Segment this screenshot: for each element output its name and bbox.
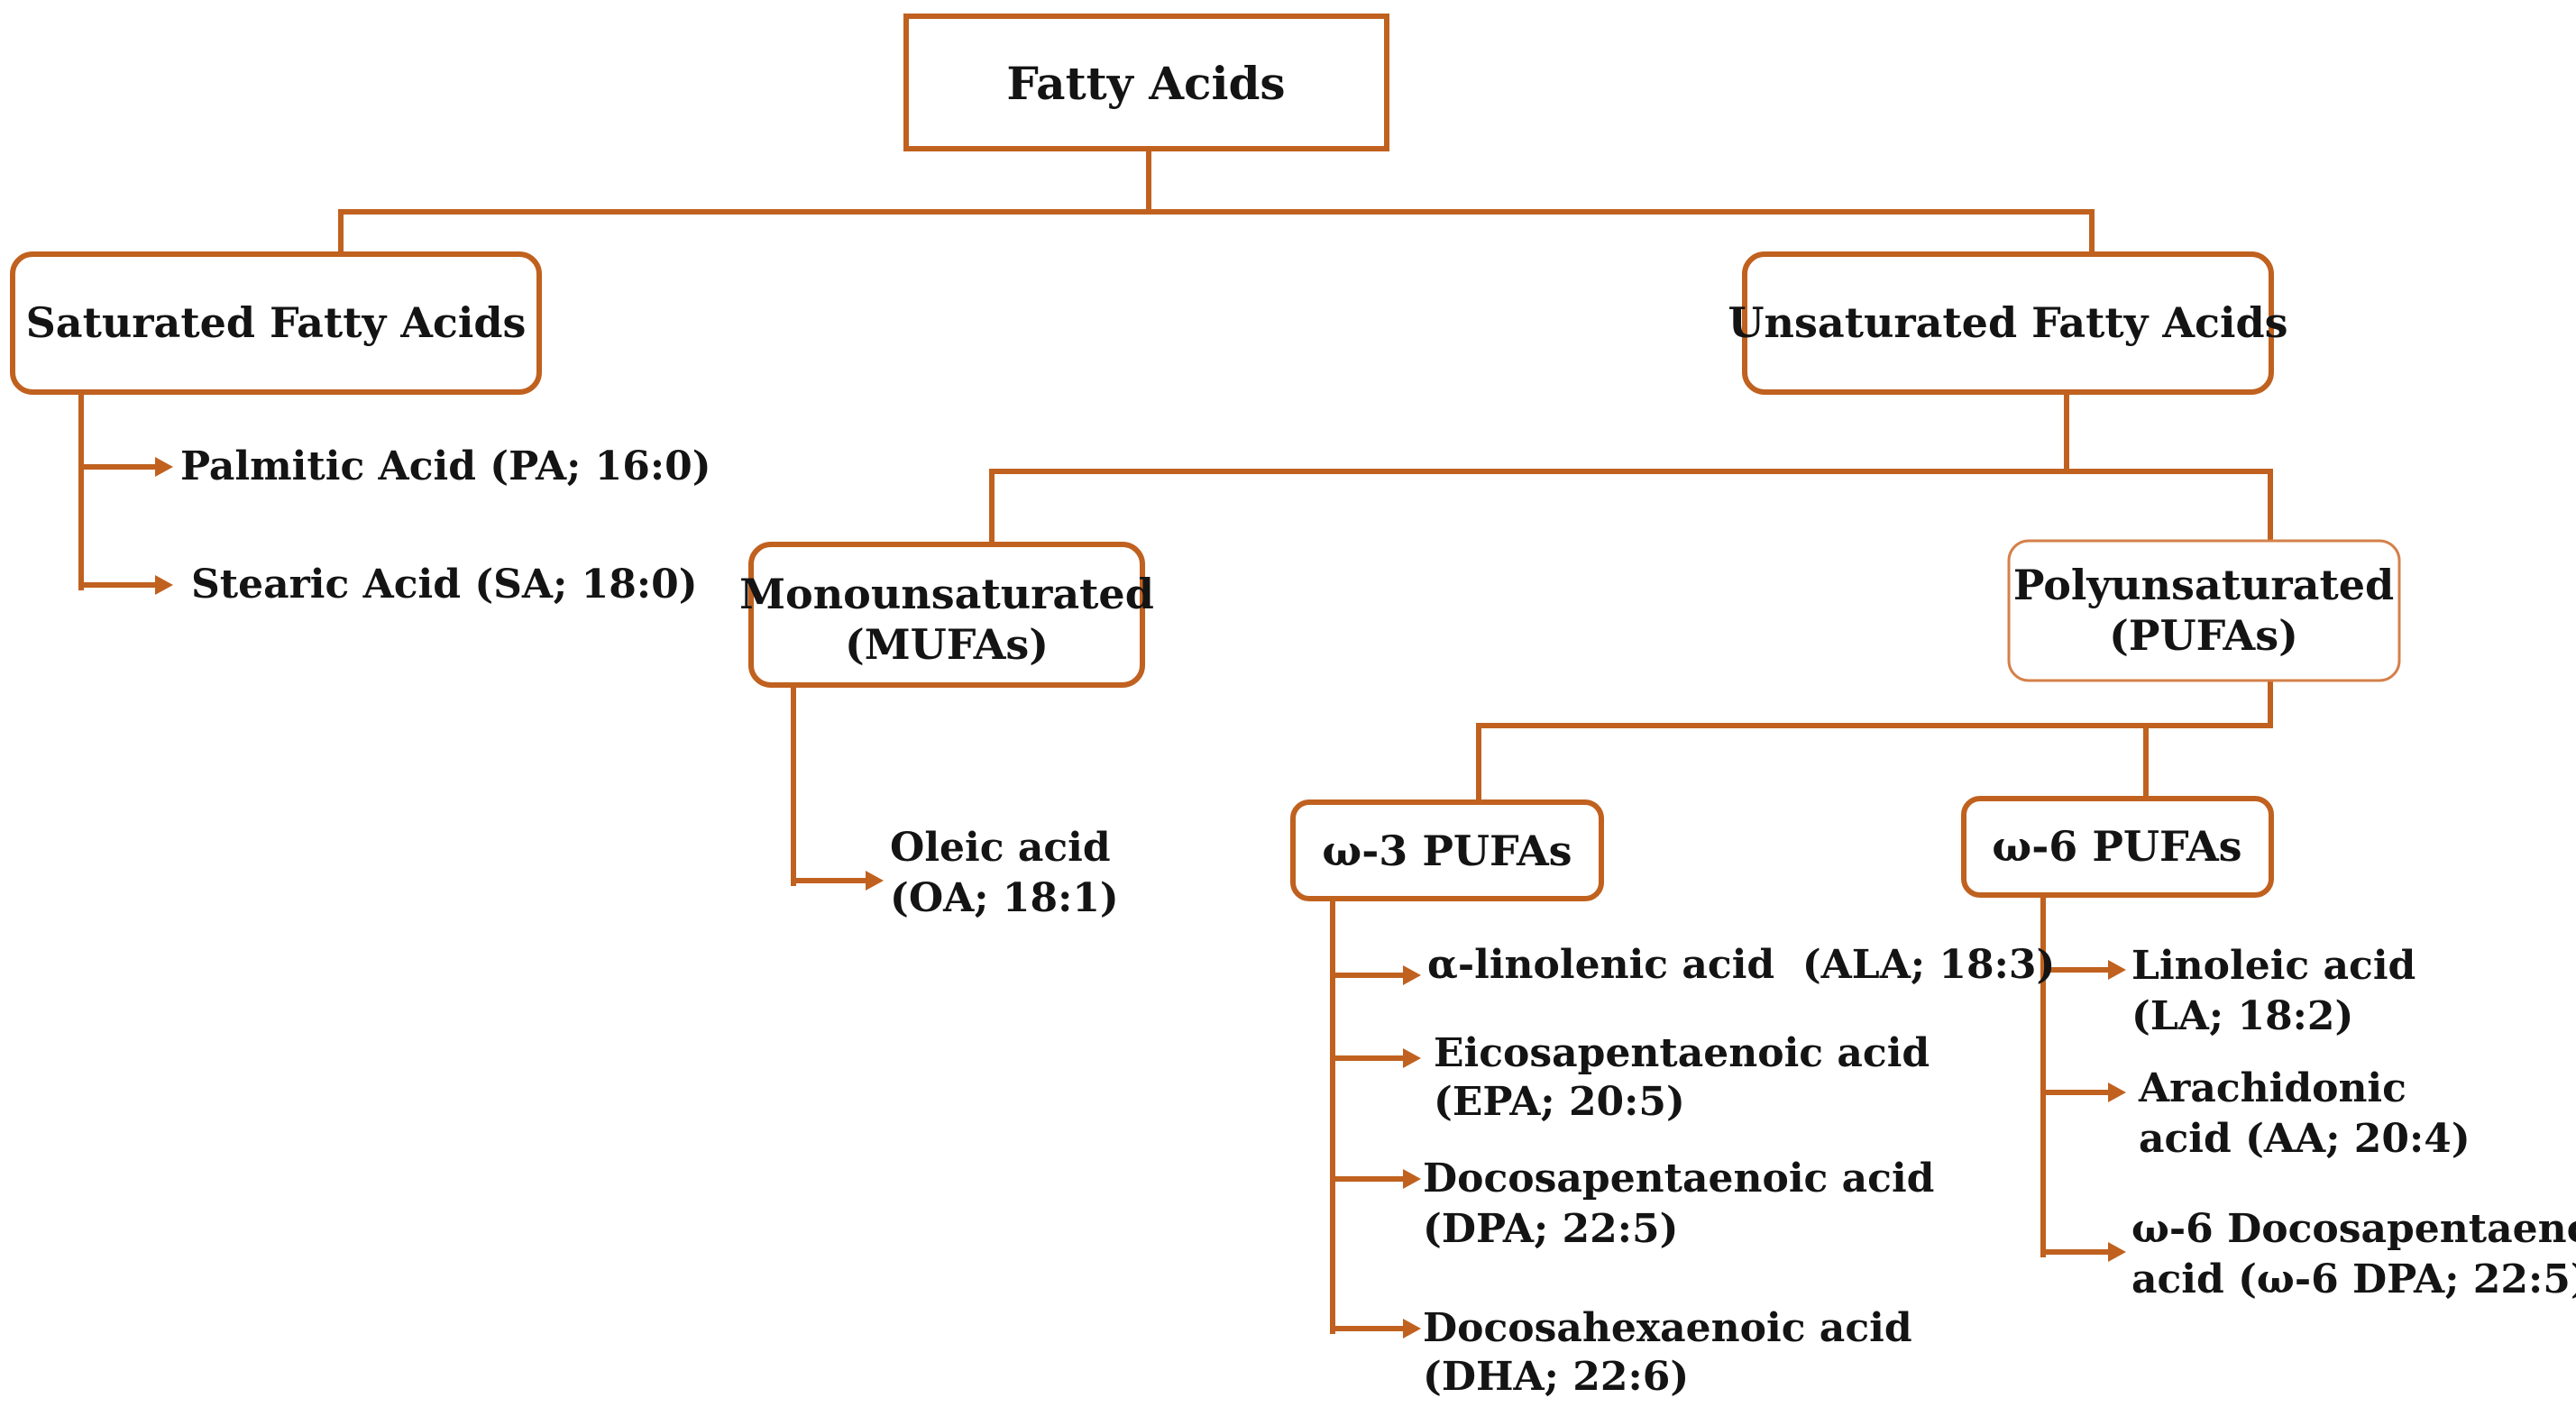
arrow-la xyxy=(2040,960,2126,980)
mufa-label-line1: Monounsaturated xyxy=(739,570,1154,618)
pufa-label-line1: Polyunsaturated xyxy=(2013,561,2394,609)
leaf-oleic-line1: Oleic acid xyxy=(890,825,1111,871)
mufa-label-line2: (MUFAs) xyxy=(845,620,1049,669)
omega6-box xyxy=(1961,796,2274,898)
arrow-epa xyxy=(1330,1048,1421,1068)
leaf-aa-line1: Arachidonic xyxy=(2138,1065,2406,1111)
omega3-box xyxy=(1290,799,1604,901)
arrow-dpa xyxy=(1330,1169,1421,1189)
arrow-ala xyxy=(1330,965,1421,985)
leaf-la-line2: (LA; 18:2) xyxy=(2131,993,2353,1039)
saturated-label: Saturated Fatty Acids xyxy=(26,298,527,347)
saturated-node: Saturated Fatty Acids xyxy=(10,251,542,395)
leaf-epa-line1: Eicosapentaenoic acid xyxy=(1434,1030,1930,1076)
omega3-node: ω-3 PUFAs xyxy=(1290,799,1604,901)
arrow-aa xyxy=(2040,1083,2126,1102)
omega3-items: α-linolenic acid (ALA; 18:3) Eicosapenta… xyxy=(1423,942,2055,1400)
leaf-aa-line2: acid (AA; 20:4) xyxy=(2139,1116,2471,1162)
arrow-stearic xyxy=(78,575,173,595)
unsaturated-label: Unsaturated Fatty Acids xyxy=(1728,298,2287,347)
leaf-la-line1: Linoleic acid xyxy=(2131,943,2416,989)
saturated-box xyxy=(10,251,542,395)
leaf-epa-line2: (EPA; 20:5) xyxy=(1434,1079,1685,1125)
omega6-label: ω-6 PUFAs xyxy=(1992,822,2241,871)
leaf-omega6-dpa-line1: ω-6 Docosapentaenoic xyxy=(2131,1206,2576,1252)
arrow-palmitic xyxy=(78,457,173,477)
connectors xyxy=(78,146,2273,1334)
mufa-items: Oleic acid (OA; 18:1) xyxy=(890,825,1119,921)
leaf-palmitic: Palmitic Acid (PA; 16:0) xyxy=(180,443,711,489)
saturated-items: Palmitic Acid (PA; 16:0) Stearic Acid (S… xyxy=(180,443,711,608)
arrow-dha xyxy=(1330,1319,1421,1338)
leaf-dpa-line2: (DPA; 22:5) xyxy=(1423,1206,1678,1252)
arrow-omega6-dpa xyxy=(2040,1242,2126,1262)
mufa-node: Monounsaturated (MUFAs) xyxy=(739,542,1154,688)
root-node: Fatty Acids xyxy=(903,14,1389,151)
arrows xyxy=(78,457,2126,1338)
omega6-node: ω-6 PUFAs xyxy=(1961,796,2274,898)
leaf-dha-line2: (DHA; 22:6) xyxy=(1423,1354,1689,1400)
root-label: Fatty Acids xyxy=(1006,57,1285,110)
leaf-stearic: Stearic Acid (SA; 18:0) xyxy=(191,562,698,608)
mufa-box xyxy=(748,542,1145,688)
leaf-ala: α-linolenic acid (ALA; 18:3) xyxy=(1427,942,2055,988)
leaf-omega6-dpa-line2: acid (ω-6 DPA; 22:5) xyxy=(2131,1256,2576,1302)
leaf-oleic-line2: (OA; 18:1) xyxy=(890,875,1119,921)
omega6-items: Linoleic acid (LA; 18:2) Arachidonic aci… xyxy=(2131,943,2576,1302)
omega3-label: ω-3 PUFAs xyxy=(1322,827,1572,875)
root-box xyxy=(903,14,1389,151)
pufa-label-line2: (PUFAs) xyxy=(2109,611,2298,660)
arrow-oleic xyxy=(791,871,884,891)
leaf-dha-line1: Docosahexaenoic acid xyxy=(1423,1305,1912,1351)
unsaturated-node: Unsaturated Fatty Acids xyxy=(1728,251,2288,395)
leaf-dpa-line1: Docosapentaenoic acid xyxy=(1423,1156,1934,1201)
pufa-node: Polyunsaturated (PUFAs) xyxy=(2007,539,2401,682)
unsaturated-box xyxy=(1742,251,2274,395)
pufa-box xyxy=(2007,539,2401,682)
